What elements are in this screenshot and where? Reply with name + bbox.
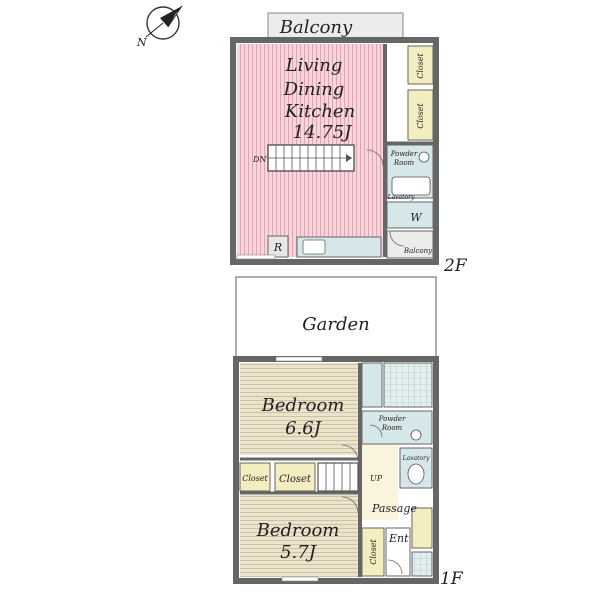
dn-label: DN (252, 155, 267, 164)
compass-label: N (136, 36, 147, 49)
closet-1f-c (361, 527, 385, 577)
closet-2f-b-label: Closet (416, 102, 425, 128)
powder-room-2f-label1: Powder (390, 150, 418, 158)
r-label: R (273, 241, 282, 254)
powder-room-2f-label2: Room (393, 159, 415, 167)
closet-1f-a-label: Closet (242, 474, 268, 483)
balcony-small-label: Balcony (403, 247, 433, 255)
up-label: UP (370, 474, 383, 483)
ldk-label-line2: Dining (283, 79, 345, 100)
ldk-size: 14.75J (293, 122, 354, 143)
ent-label: Ent (388, 532, 409, 545)
passage-label: Passage (371, 502, 417, 515)
bedroom-2-size: 5.7J (280, 542, 318, 563)
stairs-1f (317, 462, 359, 492)
kitchen-counter (296, 236, 382, 258)
garden-label: Garden (302, 314, 369, 335)
powder-room-1f (361, 410, 433, 445)
bedroom-1 (240, 363, 358, 455)
stairs-2f (267, 144, 355, 172)
toilet-1f (407, 463, 425, 485)
lavatory-1f-label: Lavatory (402, 455, 430, 462)
passage (362, 440, 398, 520)
floor-2f-label: 2F (443, 256, 468, 276)
floor-1f-label: 1F (440, 569, 464, 589)
powder-room-1f-label1: Powder (378, 415, 406, 423)
outer-wall-2f (230, 37, 439, 265)
entrance (385, 527, 411, 577)
powder-room-1f-label2: Room (381, 424, 403, 432)
ldk-label-line1: Living (285, 55, 343, 76)
closet-1f-b (274, 462, 316, 492)
closet-2f-b (407, 89, 434, 141)
outer-wall-1f (233, 356, 439, 584)
toilet-2f (391, 176, 431, 196)
bedroom-1-size: 6.6J (285, 418, 323, 439)
compass-icon (145, 5, 183, 40)
balcony-top-label: Balcony (279, 17, 353, 38)
bedroom-2 (240, 495, 358, 577)
w-label: W (410, 211, 423, 224)
washer-space-2f (386, 201, 434, 229)
bathtub (361, 362, 383, 408)
floor-1f (233, 276, 439, 584)
closet-1f-c-label: Closet (369, 538, 378, 564)
refrigerator (267, 235, 289, 258)
garden (235, 276, 437, 360)
floor-2f (230, 12, 439, 265)
bath-floor (383, 362, 433, 408)
closet-2f-a-label: Closet (416, 52, 425, 78)
lavatory-2f-label: Lavatory (387, 194, 415, 201)
ldk-label-line3: Kitchen (284, 101, 355, 122)
closet-1f-b-label: Closet (279, 474, 312, 485)
balcony-2f-small (386, 230, 434, 259)
closet-2f-a (407, 45, 434, 85)
bedroom-1-label: Bedroom (261, 395, 345, 416)
bedroom-2-label: Bedroom (256, 520, 340, 541)
shoe-cabinet (411, 507, 433, 549)
closet-1f-a (239, 462, 271, 492)
